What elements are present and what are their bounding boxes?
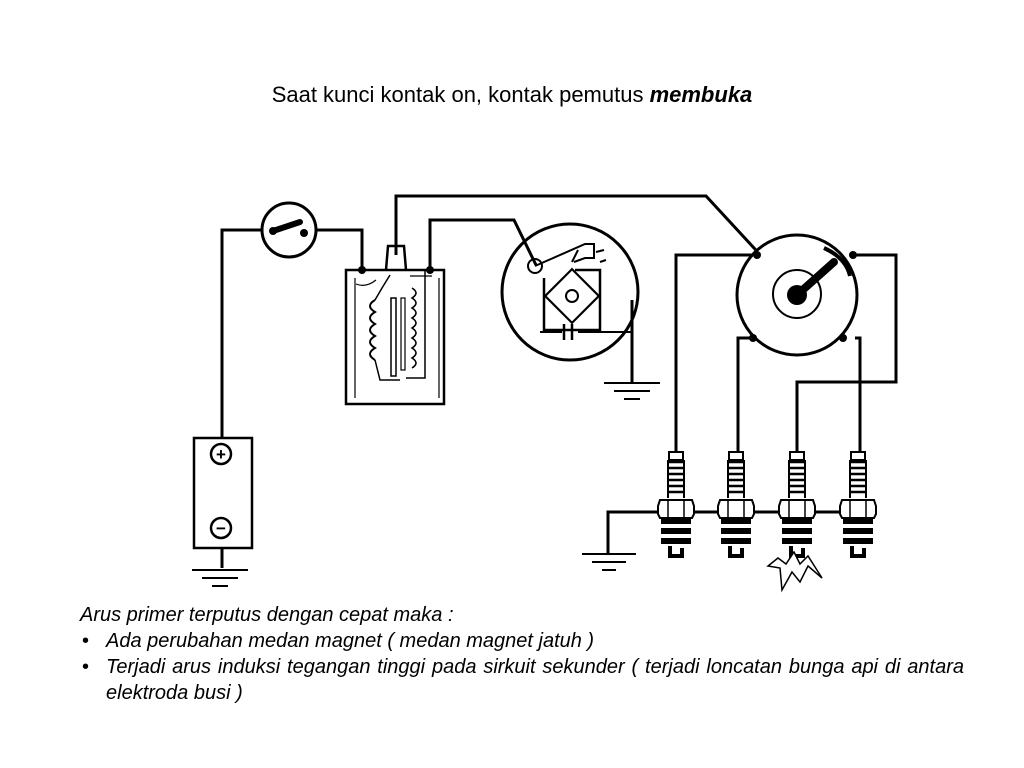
caption-bullet-list: • Ada perubahan medan magnet ( medan magn… <box>80 628 964 706</box>
plug-wire-1 <box>674 253 757 452</box>
wiring <box>220 194 898 568</box>
ground-symbol-battery <box>192 569 248 587</box>
slide-title: Saat kunci kontak on, kontak pemutus mem… <box>0 82 1024 108</box>
spark-plug-3 <box>777 450 817 558</box>
caption-intro: Arus primer terputus dengan cepat maka : <box>80 604 454 626</box>
plug-wire-2 <box>736 336 753 452</box>
caption-bullet: • Terjadi arus induksi tegangan tinggi pa… <box>80 654 964 706</box>
caption-bullet-text: Terjadi arus induksi tegangan tinggi pad… <box>106 656 964 704</box>
plug-wire-3 <box>795 253 898 452</box>
title-emphasis: membuka <box>649 82 753 107</box>
caption: Arus primer terputus dengan cepat maka :… <box>80 602 964 706</box>
spark-plug-4 <box>838 450 878 558</box>
battery-plus-terminal <box>209 442 233 466</box>
caption-bullet: • Ada perubahan medan magnet ( medan magn… <box>80 628 964 654</box>
battery-plus-sign: + <box>216 445 226 464</box>
breaker-cam <box>543 267 601 325</box>
high-tension-wire <box>394 194 792 289</box>
ground-symbol-engine <box>582 553 636 571</box>
title-text: Saat kunci kontak on, kontak pemutus <box>271 82 650 107</box>
battery-to-switch-wire <box>220 228 266 440</box>
coil-terminal-minus <box>426 266 434 274</box>
contact-breaker <box>500 222 640 362</box>
coil-terminal-plus <box>358 266 366 274</box>
ignition-coil <box>344 244 446 406</box>
battery: + − <box>192 436 254 550</box>
plug-wire-4 <box>855 336 862 452</box>
battery-minus-terminal <box>209 516 233 540</box>
bullet-dot-icon: • <box>82 656 90 678</box>
ground-symbol-breaker <box>604 382 660 400</box>
bullet-dot-icon: • <box>82 630 90 652</box>
battery-minus-sign: − <box>216 519 226 538</box>
engine-ground-wire <box>606 510 860 553</box>
rotor-arm <box>793 258 838 299</box>
spark-plug-2 <box>716 450 756 558</box>
ignition-switch <box>260 201 318 259</box>
caption-bullet-text: Ada perubahan medan magnet ( medan magne… <box>106 630 595 652</box>
distributor-cap <box>735 233 859 357</box>
spark-icon <box>766 550 823 593</box>
spark-plug-1 <box>656 450 696 558</box>
condenser <box>562 324 574 340</box>
cam-housing <box>542 268 602 332</box>
switch-to-coil-wire <box>312 228 364 270</box>
